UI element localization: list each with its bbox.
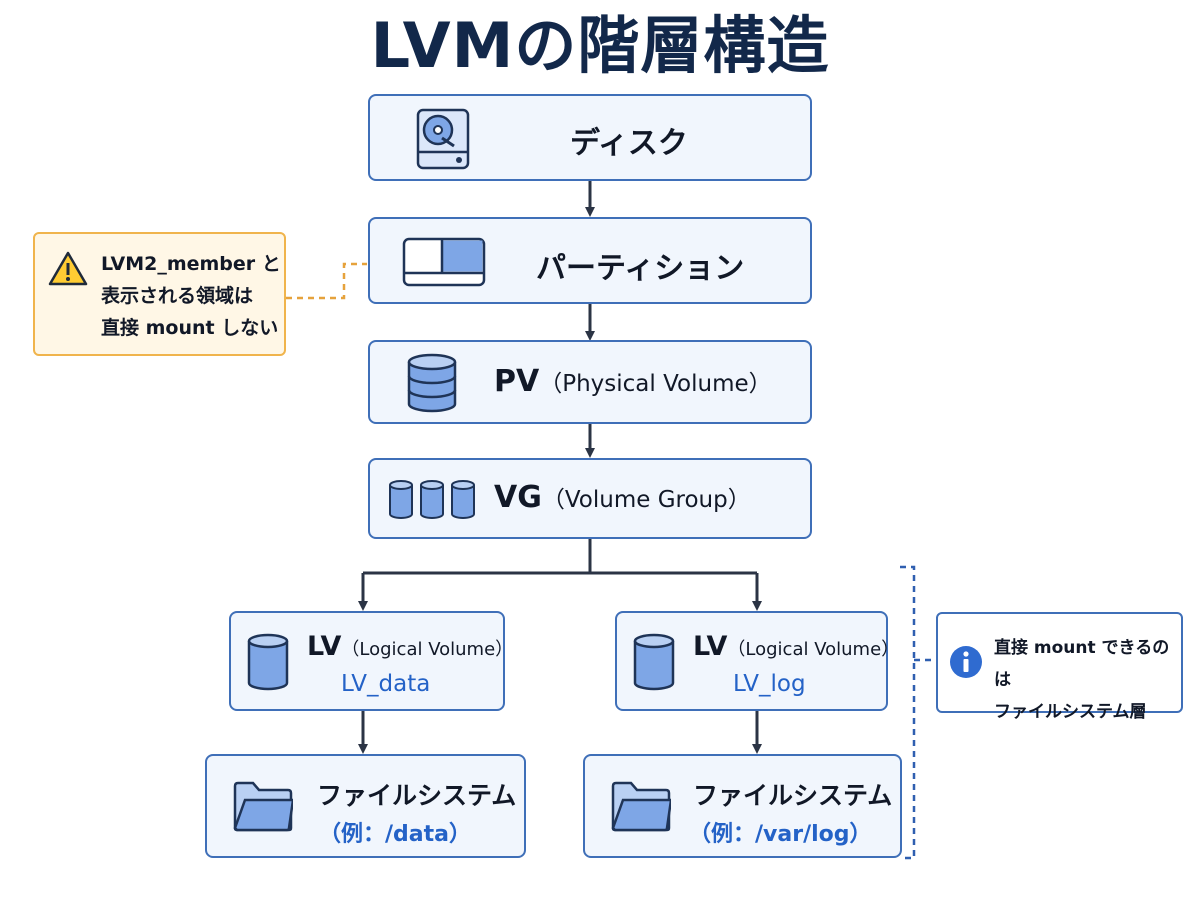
- pv-title: PV: [494, 364, 540, 399]
- warning-icon: [48, 251, 88, 286]
- lv-data-subtitle: （Logical Volume）: [341, 639, 514, 660]
- warning-line-1: LVM2_member と: [101, 253, 281, 275]
- lv-log-name: LV_log: [733, 671, 806, 697]
- partition-box: パーティション: [368, 217, 812, 304]
- database-icon: [407, 353, 457, 413]
- lv-data-title: LV（Logical Volume）: [307, 631, 513, 662]
- info-line-1: 直接 mount できるのは: [994, 638, 1170, 690]
- folder-icon: [233, 781, 293, 832]
- warning-text: LVM2_member と 表示される領域は 直接 mount しない: [101, 248, 281, 344]
- partition-icon: [402, 237, 486, 287]
- warning-line-3: 直接 mount しない: [101, 317, 279, 339]
- lv-log-subtitle: （Logical Volume）: [727, 639, 900, 660]
- info-callout: 直接 mount できるのは ファイルシステム層: [936, 612, 1183, 722]
- fs-data-box: ファイルシステム （例：/data）: [205, 754, 526, 858]
- lv-data-label: LV: [307, 631, 342, 662]
- lv-log-label: LV: [693, 631, 728, 662]
- diagram-title: LVMの階層構造: [370, 9, 830, 82]
- folder-icon: [611, 781, 671, 832]
- lv-log-box: LV（Logical Volume） LV_log: [615, 611, 899, 711]
- lv-log-title: LV（Logical Volume）: [693, 631, 899, 662]
- fs-log-label: ファイルシステム: [693, 781, 893, 810]
- disk-label: ディスク: [570, 126, 688, 161]
- vg-label: VG（Volume Group）: [494, 480, 751, 515]
- vg-branch-line: [363, 538, 592, 575]
- fs-log-box: ファイルシステム （例：/var/log）: [583, 754, 902, 858]
- disk-box: ディスク: [368, 94, 812, 181]
- fs-data-label: ファイルシステム: [317, 781, 517, 810]
- vg-box: VG（Volume Group）: [368, 458, 812, 539]
- info-line-2: ファイルシステム層: [994, 702, 1147, 722]
- volume-group-icon: [389, 480, 475, 519]
- pv-label: PV（Physical Volume）: [494, 364, 772, 399]
- info-icon: [950, 646, 982, 678]
- info-text: 直接 mount できるのは ファイルシステム層: [994, 632, 1181, 728]
- warning-callout: LVM2_member と 表示される領域は 直接 mount しない: [33, 232, 286, 356]
- vg-title: VG: [494, 480, 542, 515]
- partition-label: パーティション: [536, 251, 745, 286]
- cylinder-icon: [633, 633, 675, 691]
- pv-box: PV（Physical Volume）: [368, 340, 812, 424]
- lv-data-name: LV_data: [341, 671, 431, 697]
- vg-subtitle: （Volume Group）: [541, 487, 751, 513]
- lv-data-box: LV（Logical Volume） LV_data: [229, 611, 513, 711]
- hard-disk-icon: [416, 108, 470, 170]
- fs-log-example: （例：/var/log）: [689, 822, 872, 847]
- warning-dashed-connector: [286, 262, 367, 300]
- info-bracket: [900, 565, 916, 860]
- pv-subtitle: （Physical Volume）: [539, 371, 772, 397]
- warning-line-2: 表示される領域は: [101, 285, 254, 307]
- fs-data-example: （例：/data）: [319, 822, 471, 847]
- cylinder-icon: [247, 633, 289, 691]
